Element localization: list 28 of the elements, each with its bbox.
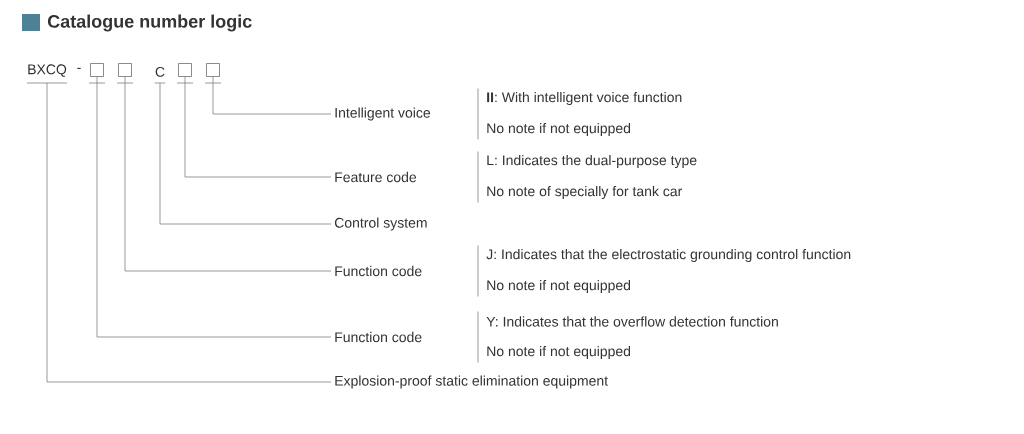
code-placeholder — [90, 63, 104, 77]
field-label: Intelligent voice — [335, 107, 431, 121]
code-placeholder — [178, 63, 192, 77]
option-text: No note if not equipped — [487, 346, 631, 360]
leader-line — [159, 82, 332, 225]
code-placeholder — [118, 63, 132, 77]
leader-line — [212, 76, 332, 115]
option-text: No note of specially for tank car — [487, 185, 683, 199]
leader-line — [46, 82, 332, 383]
option-text: J: Indicates that the electrostatic grounding control function — [486, 249, 851, 262]
option-text: II: With intelligent voice function — [487, 91, 682, 105]
leader-line — [96, 76, 332, 338]
option-text: L: Indicates the dual-purpose type — [487, 155, 697, 168]
field-label: Explosion-proof static elimination equipment — [335, 375, 608, 389]
leader-line — [184, 76, 332, 178]
hyphen: - — [77, 67, 81, 69]
leader-line — [124, 76, 332, 272]
option-text: No note if not equipped — [487, 280, 631, 293]
code-letters: BXCQ — [26, 64, 68, 84]
field-label: Function code — [335, 331, 422, 343]
field-label: Feature code — [335, 171, 417, 183]
field-label: Control system — [334, 217, 427, 231]
option-text: Y: Indicates that the overflow detection function — [486, 316, 778, 327]
title: Catalogue number logic — [47, 14, 252, 32]
option-text: No note if not equipped — [487, 122, 631, 136]
field-label: Function code — [335, 265, 422, 277]
code-letters: C — [154, 66, 166, 84]
code-placeholder — [206, 63, 220, 77]
